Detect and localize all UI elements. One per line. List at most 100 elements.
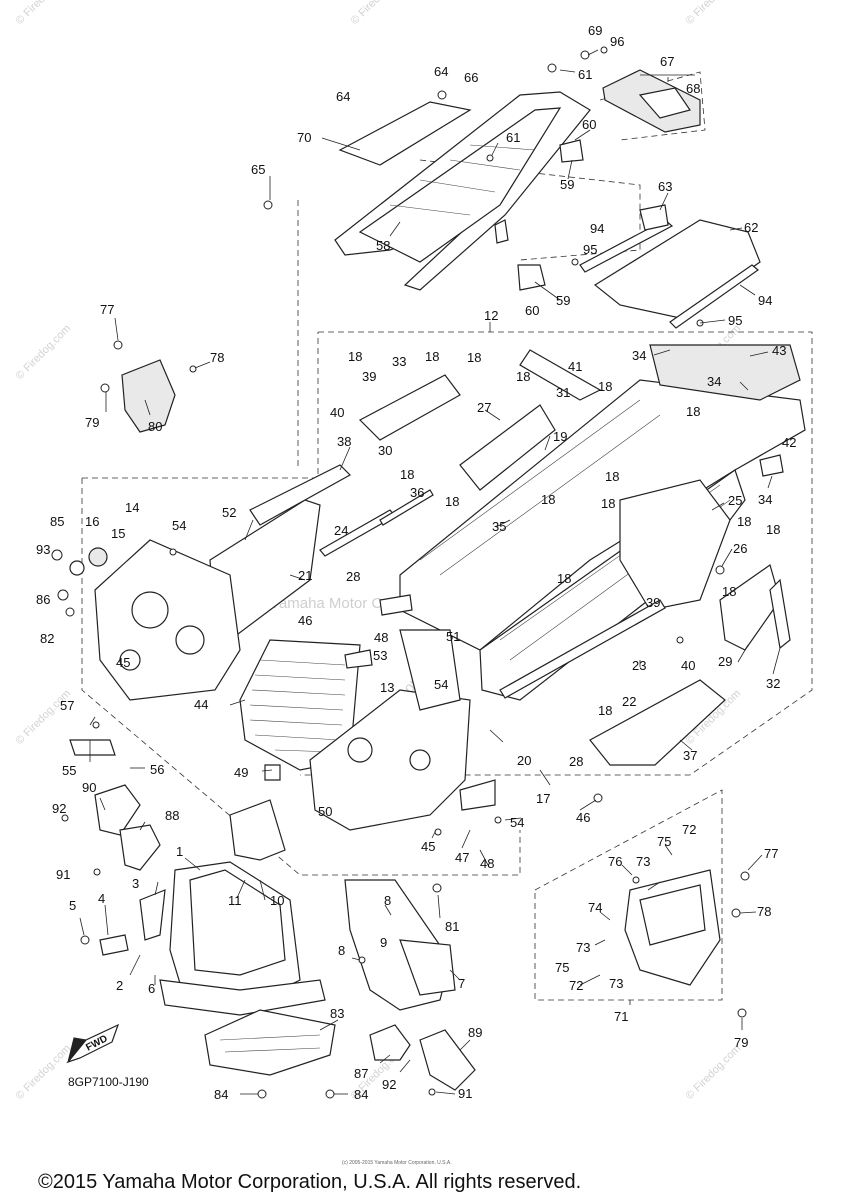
boundary-bracket-assembly [534, 789, 723, 1001]
callout-20: 20 [517, 753, 531, 768]
drawing-code: 8GP7100-J190 [68, 1075, 149, 1089]
heat-exchanger [239, 639, 361, 771]
callout-76: 76 [608, 854, 622, 869]
callout-73c: 73 [609, 976, 623, 991]
callout-72a: 72 [682, 822, 696, 837]
callout-64b: 64 [434, 64, 448, 79]
callout-70: 70 [297, 130, 311, 145]
callout-10: 10 [270, 893, 284, 908]
callout-17: 17 [536, 791, 550, 806]
callout-18f: 18 [686, 404, 700, 419]
callout-92b: 92 [382, 1077, 396, 1092]
callout-91a: 91 [56, 867, 70, 882]
callout-78b: 78 [757, 904, 771, 919]
callout-52: 52 [222, 505, 236, 520]
front-casting-plate [69, 539, 241, 701]
callout-18k: 18 [601, 496, 615, 511]
callout-75b: 75 [555, 960, 569, 975]
callout-25: 25 [728, 493, 742, 508]
callout-12: 12 [484, 308, 498, 323]
callout-49: 49 [234, 765, 248, 780]
callout-89: 89 [468, 1025, 482, 1040]
callout-53: 53 [373, 648, 387, 663]
callout-94b: 94 [758, 293, 772, 308]
callout-22: 22 [622, 694, 636, 709]
callout-1: 1 [176, 844, 183, 859]
callout-60a: 60 [582, 117, 596, 132]
callout-39b: 39 [646, 595, 660, 610]
callout-27: 27 [477, 400, 491, 415]
callout-54b: 54 [434, 677, 448, 692]
callout-34b: 34 [707, 374, 721, 389]
rear-bracket-plate [602, 69, 701, 133]
callout-66: 66 [464, 70, 478, 85]
callout-18i: 18 [541, 492, 555, 507]
callout-61b: 61 [506, 130, 520, 145]
callout-74: 74 [588, 900, 602, 915]
callout-95b: 95 [728, 313, 742, 328]
callout-18e: 18 [598, 379, 612, 394]
leader-lines [79, 49, 781, 1095]
watermark: © Firedog.com [349, 0, 409, 27]
callout-92a: 92 [52, 801, 66, 816]
skid-plate [204, 1009, 336, 1076]
callout-7: 7 [458, 976, 465, 991]
callout-43: 43 [772, 343, 786, 358]
callout-34a: 34 [632, 348, 646, 363]
callout-6: 6 [148, 981, 155, 996]
callout-64a: 64 [336, 89, 350, 104]
watermark: © Firedog.com [14, 688, 74, 748]
callout-87: 87 [354, 1066, 368, 1081]
callout-9: 9 [380, 935, 387, 950]
callout-18d: 18 [516, 369, 530, 384]
boundary-front-assembly [82, 332, 319, 479]
callout-18p: 18 [598, 703, 612, 718]
callout-41: 41 [568, 359, 582, 374]
callout-32: 32 [766, 676, 780, 691]
callout-18n: 18 [766, 522, 780, 537]
callout-67: 67 [660, 54, 674, 69]
callout-91b: 91 [458, 1086, 472, 1101]
callout-23: 23 [632, 658, 646, 673]
callout-57: 57 [60, 698, 74, 713]
fasteners [51, 46, 750, 1099]
callout-3: 3 [132, 876, 139, 891]
callout-42: 42 [782, 435, 796, 450]
callout-94a: 94 [590, 221, 604, 236]
front-nose-frame [309, 629, 471, 831]
callout-79b: 79 [734, 1035, 748, 1050]
callout-69: 69 [588, 23, 602, 38]
fwd-label: FWD [84, 1033, 109, 1053]
callout-26: 26 [733, 541, 747, 556]
callout-78a: 78 [210, 350, 224, 365]
boundary-front-assembly-lower [81, 478, 521, 876]
callout-29: 29 [718, 654, 732, 669]
callout-33: 33 [392, 354, 406, 369]
callout-40b: 40 [681, 658, 695, 673]
callout-72b: 72 [569, 978, 583, 993]
callout-14: 14 [125, 500, 139, 515]
callout-labels: 1 2 3 4 5 6 7 8 8 9 10 11 12 13 14 15 16… [36, 23, 796, 1102]
callout-48a: 48 [374, 630, 388, 645]
callout-96: 96 [610, 34, 624, 49]
callout-83: 83 [330, 1006, 344, 1021]
watermark: © Firedog.com [14, 323, 74, 383]
callout-31: 31 [556, 385, 570, 400]
callout-37: 37 [683, 748, 697, 763]
callout-18j: 18 [605, 469, 619, 484]
fwd-arrow-icon: FWD [66, 1023, 120, 1064]
rear-subframe [334, 91, 591, 291]
callout-77a: 77 [100, 302, 114, 317]
callout-85: 85 [50, 514, 64, 529]
misc-parts [99, 139, 784, 956]
callout-84a: 84 [214, 1087, 228, 1102]
callout-45b: 45 [421, 839, 435, 854]
callout-28a: 28 [346, 569, 360, 584]
callout-77b: 77 [764, 846, 778, 861]
callout-39a: 39 [362, 369, 376, 384]
callout-50: 50 [318, 804, 332, 819]
callout-84b: 84 [354, 1087, 368, 1102]
callout-71: 71 [614, 1009, 628, 1024]
callout-2: 2 [116, 978, 123, 993]
